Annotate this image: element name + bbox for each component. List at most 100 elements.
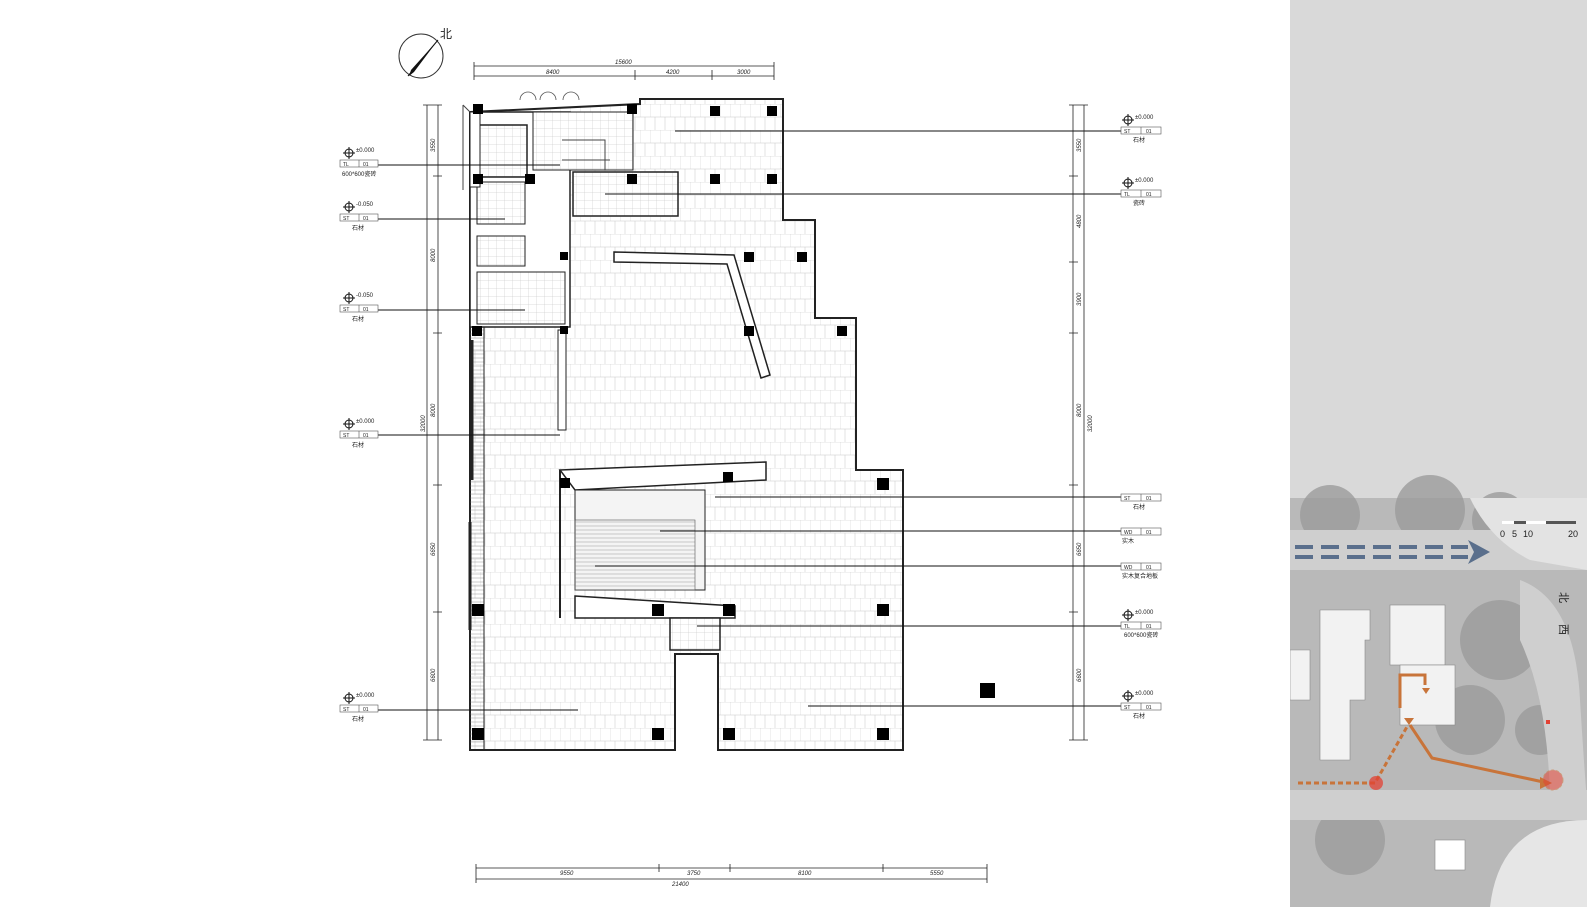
stair-area (558, 461, 767, 651)
site-map: 0 5 10 20 北 西 (1289, 0, 1587, 907)
right-dim-6: 6600 (1077, 668, 1083, 682)
level-text: ±0.000 (1135, 178, 1154, 184)
num-text: 01 (363, 433, 369, 439)
road-label-west: 西 (1557, 624, 1569, 635)
material-tag: ±0.000 TL 01 瓷砖 (1120, 177, 1162, 207)
code-text: ST (1124, 705, 1130, 711)
level-text: ±0.000 (1135, 115, 1154, 121)
entrance-marker-icon (1369, 776, 1383, 790)
bottom-dim-3: 8100 (798, 871, 812, 877)
leader-lines (378, 130, 1121, 711)
material-tag: -0.050 ST 01 石材 (339, 201, 379, 232)
left-dim-4: 6650 (431, 542, 437, 556)
material-text: 石材 (1133, 503, 1145, 511)
columns (472, 104, 995, 740)
code-text: ST (1124, 129, 1130, 135)
code-text: ST (343, 707, 349, 713)
material-text: 实木 (1122, 537, 1134, 545)
road-direction-arrow-icon (1295, 540, 1490, 564)
bottom-dim-2: 3750 (687, 871, 701, 877)
material-text: 600*600瓷砖 (342, 170, 376, 178)
floor-plan: 北 (339, 27, 1162, 888)
level-text: ±0.000 (1135, 610, 1154, 616)
scale-tick-10: 10 (1523, 529, 1533, 539)
code-text: ST (343, 307, 349, 313)
code-text: ST (1124, 496, 1130, 502)
left-dim-3: 8000 (431, 403, 437, 417)
bottom-dim-4: 5550 (930, 871, 944, 877)
num-text: 01 (1146, 705, 1152, 711)
material-tag: ±0.000 TL 01 600*600瓷砖 (1120, 609, 1162, 639)
material-tag: WD 01 实木复合地板 (1120, 562, 1162, 580)
dimension-lines (423, 62, 1088, 883)
material-tag: -0.050 ST 01 石材 (339, 292, 379, 323)
material-text: 石材 (352, 441, 364, 449)
code-text: ST (343, 433, 349, 439)
material-text: 石材 (1133, 712, 1145, 720)
scale-bar (1502, 521, 1576, 524)
material-text: 石材 (352, 715, 364, 723)
road-label-north: 北 (1557, 592, 1570, 603)
north-label: 北 (440, 27, 452, 41)
num-text: 01 (363, 307, 369, 313)
material-text: 实木复合地板 (1122, 572, 1158, 580)
top-dim-1: 8400 (546, 70, 560, 76)
side-panel: 0 5 10 20 北 西 (1289, 0, 1587, 907)
top-dim-3: 3000 (737, 70, 751, 76)
num-text: 01 (363, 216, 369, 222)
material-tag: ±0.000 ST 01 石材 (1120, 114, 1162, 144)
level-text: -0.050 (356, 202, 374, 208)
level-text: ±0.000 (356, 148, 375, 154)
material-tag: ±0.000 ST 01 石材 (339, 692, 379, 723)
material-text: 600*600瓷砖 (1124, 631, 1158, 639)
code-text: WD (1124, 565, 1133, 571)
material-text: 瓷砖 (1133, 199, 1145, 207)
right-dim-5: 6650 (1077, 542, 1083, 556)
scale-tick-5: 5 (1512, 529, 1517, 539)
level-text: ±0.000 (356, 419, 375, 425)
left-dim-1: 3550 (431, 138, 437, 152)
num-text: 01 (1146, 530, 1152, 536)
left-dim-5: 6600 (431, 668, 437, 682)
level-text: -0.050 (356, 293, 374, 299)
material-tag: ±0.000 TL 01 600*600瓷砖 (339, 147, 379, 178)
num-text: 01 (1146, 624, 1152, 630)
left-dim-2: 8000 (431, 248, 437, 262)
scale-tick-20: 20 (1568, 529, 1578, 539)
top-dim-2: 4200 (666, 70, 680, 76)
top-dim-total: 15600 (615, 60, 632, 66)
material-tag: ±0.000 ST 01 石材 (339, 418, 379, 449)
north-arrow-icon (398, 33, 444, 79)
left-dim-total: 32000 (421, 415, 427, 432)
right-dim-3: 3900 (1077, 292, 1083, 306)
num-text: 01 (1146, 565, 1152, 571)
right-dim-total: 32000 (1088, 415, 1094, 432)
code-text: TL (1124, 192, 1130, 198)
num-text: 01 (363, 162, 369, 168)
material-text: 石材 (352, 315, 364, 323)
material-text: 石材 (1133, 136, 1145, 144)
code-text: TL (343, 162, 349, 168)
service-rooms (462, 91, 679, 328)
code-text: TL (1124, 624, 1130, 630)
destination-marker-icon (1542, 769, 1564, 791)
site-marker-icon (1546, 720, 1550, 724)
material-tag: ST 01 石材 (1120, 493, 1162, 511)
right-dim-4: 8000 (1077, 403, 1083, 417)
bottom-dim-1: 9550 (560, 871, 574, 877)
material-text: 石材 (352, 224, 364, 232)
scale-tick-0: 0 (1500, 529, 1505, 539)
right-dim-2: 4800 (1077, 214, 1083, 228)
code-text: ST (343, 216, 349, 222)
num-text: 01 (363, 707, 369, 713)
num-text: 01 (1146, 192, 1152, 198)
material-tag: ±0.000 ST 01 石材 (1120, 690, 1162, 720)
right-dim-1: 3550 (1077, 138, 1083, 152)
material-tag: WD 01 实木 (1120, 527, 1162, 545)
bottom-dim-total: 21400 (671, 882, 689, 888)
code-text: WD (1124, 530, 1133, 536)
level-text: ±0.000 (356, 693, 375, 699)
level-text: ±0.000 (1135, 691, 1154, 697)
num-text: 01 (1146, 496, 1152, 502)
num-text: 01 (1146, 129, 1152, 135)
